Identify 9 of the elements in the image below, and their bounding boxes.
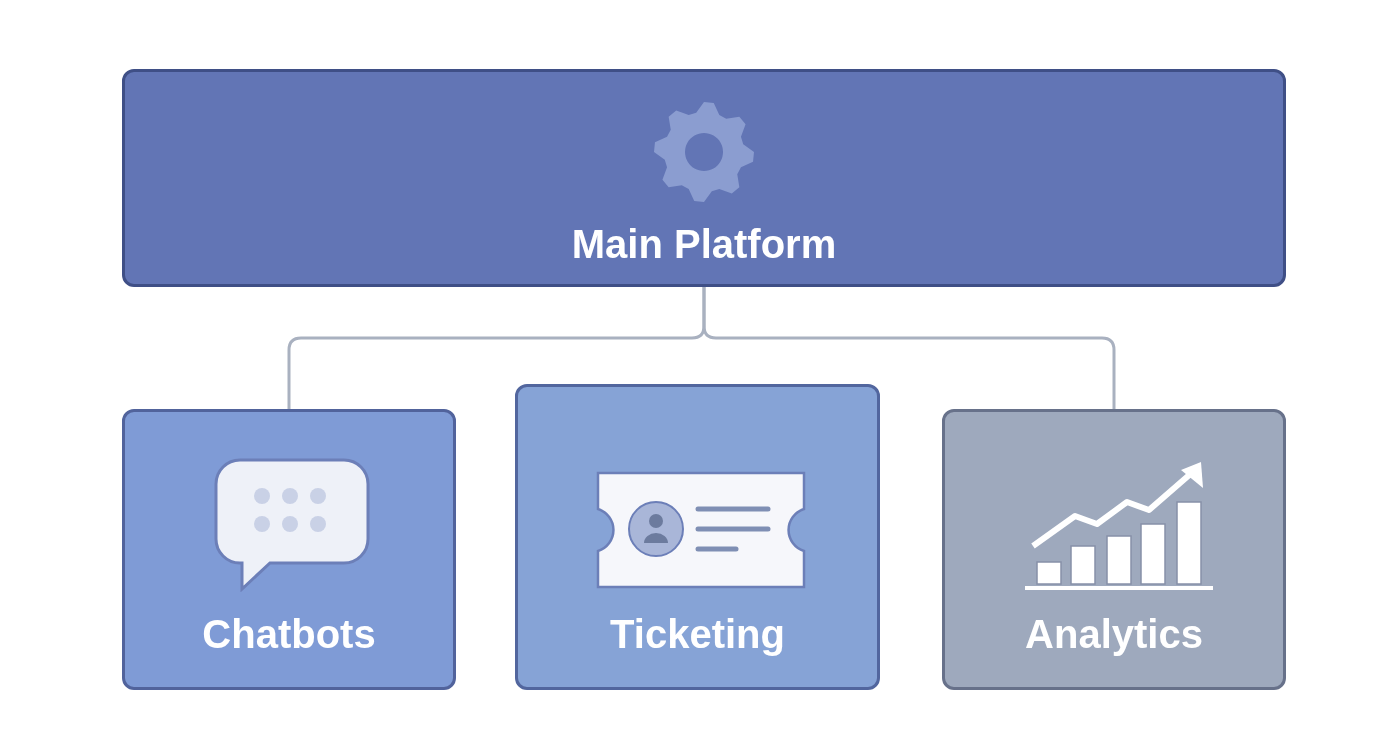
- module-box: [942, 409, 1286, 690]
- platform-box: [122, 69, 1286, 287]
- module-box: [515, 384, 880, 690]
- node-label: Main Platform: [571, 222, 837, 267]
- connector-line: [702, 287, 1116, 409]
- module-box: [122, 409, 456, 690]
- node-label: Ticketing: [610, 612, 785, 657]
- node-label: Chatbots: [202, 612, 376, 657]
- node-label: Analytics: [1025, 612, 1203, 657]
